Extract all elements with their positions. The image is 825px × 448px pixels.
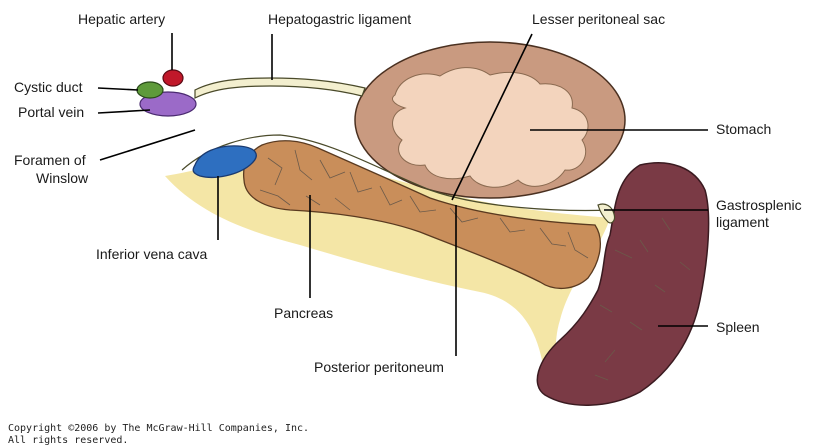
label-posterior-peritoneum: Posterior peritoneum (314, 359, 444, 375)
hepatogastric-ligament (195, 78, 365, 98)
label-gastrosplenic-line2: ligament (716, 214, 769, 230)
label-foramen-line2: Winslow (36, 170, 89, 186)
hepatic-artery (163, 70, 183, 86)
label-spleen: Spleen (716, 319, 760, 335)
cystic-duct (137, 82, 163, 98)
label-pancreas: Pancreas (274, 305, 333, 321)
label-stomach: Stomach (716, 121, 771, 137)
leader-foramen (100, 130, 195, 160)
leader-portal-vein (98, 110, 150, 113)
label-cystic-duct: Cystic duct (14, 79, 83, 95)
label-foramen-line1: Foramen of (14, 152, 86, 168)
label-inferior-vena-cava: Inferior vena cava (96, 246, 207, 262)
copyright-line2: All rights reserved. (8, 435, 128, 446)
label-gastrosplenic-line1: Gastrosplenic (716, 197, 802, 213)
label-portal-vein: Portal vein (18, 104, 84, 120)
leader-cystic-duct (98, 88, 138, 90)
label-hepatogastric-ligament: Hepatogastric ligament (268, 11, 411, 27)
label-lesser-peritoneal-sac: Lesser peritoneal sac (532, 11, 665, 27)
copyright-line1: Copyright ©2006 by The McGraw-Hill Compa… (8, 423, 309, 434)
label-hepatic-artery: Hepatic artery (78, 11, 165, 27)
